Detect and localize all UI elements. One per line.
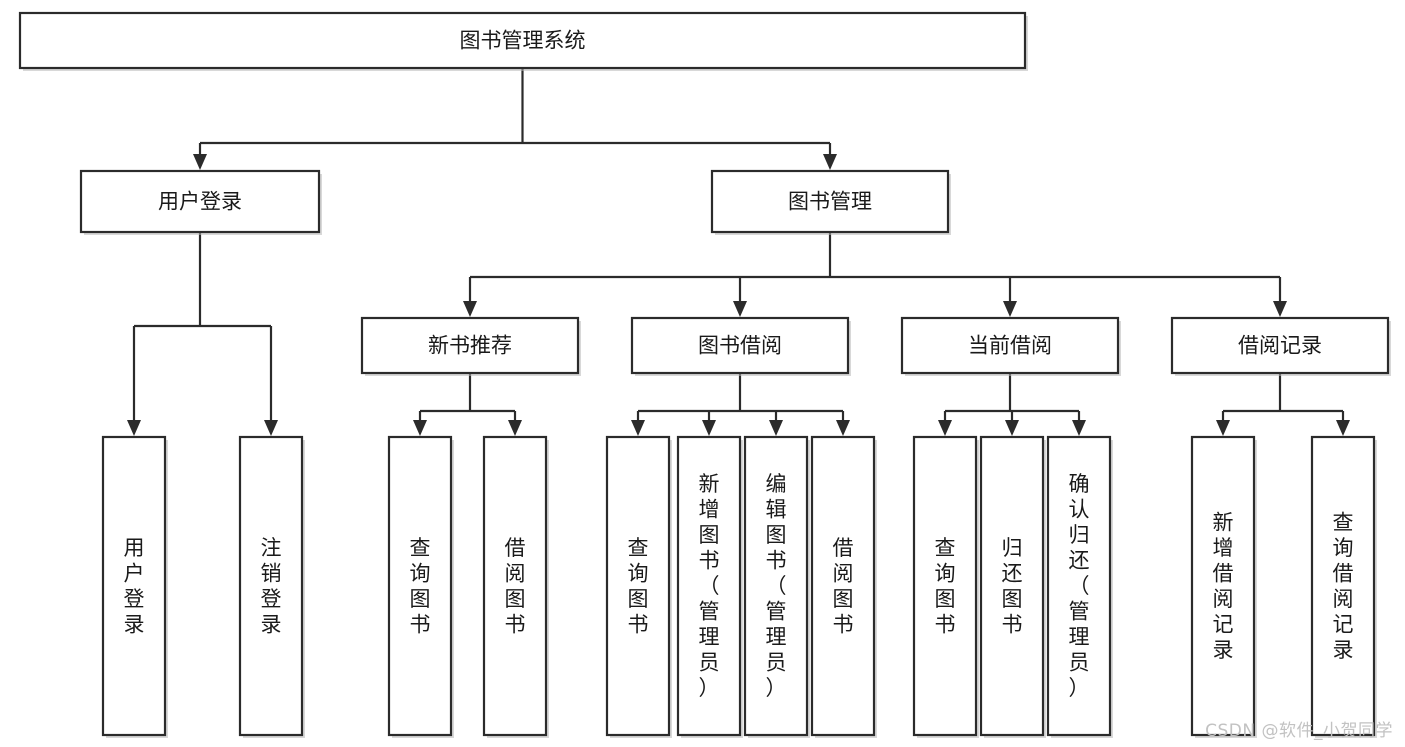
node-book-manage-box[interactable] [710, 169, 950, 234]
node-book-manage-label: 图书管理 [788, 190, 872, 214]
node-borrow-book-rec-box[interactable] [482, 435, 548, 737]
node-new-book-rec[interactable]: 新书推荐 [360, 316, 581, 376]
node-add-borrow-record-label: 新增借阅记录 [1213, 510, 1234, 662]
connector-arrowhead [1005, 420, 1019, 436]
node-user-logout[interactable]: 注销登录 [238, 435, 305, 738]
node-user-login-label: 用户登录 [158, 190, 242, 214]
connector-arrowhead [413, 420, 427, 436]
node-new-book-rec-label: 新书推荐 [428, 334, 512, 358]
node-query-book-current[interactable]: 查询图书 [912, 435, 979, 738]
node-current-borrow-label: 当前借阅 [968, 334, 1052, 358]
node-edit-book-admin-box[interactable] [743, 435, 809, 737]
node-user-login-box[interactable] [79, 169, 321, 234]
node-borrow-record-label: 借阅记录 [1238, 334, 1322, 358]
connector-arrowhead [1003, 301, 1017, 317]
connector-arrowhead [938, 420, 952, 436]
node-book-borrow-box[interactable] [630, 316, 850, 375]
node-return-book-label: 归还图书 [1002, 536, 1023, 637]
node-query-book-borrow-label: 查询图书 [628, 536, 649, 637]
connector-arrowhead [769, 420, 783, 436]
connector-arrowhead [836, 420, 850, 436]
watermark-label: CSDN @软件_小贺同学 [1205, 721, 1393, 741]
node-query-book-borrow-box[interactable] [605, 435, 671, 737]
connector-arrowhead [264, 420, 278, 436]
node-borrow-record[interactable]: 借阅记录 [1170, 316, 1391, 376]
connector-arrowhead [1336, 420, 1350, 436]
node-query-book-current-box[interactable] [912, 435, 978, 737]
node-return-book[interactable]: 归还图书 [979, 435, 1046, 738]
node-query-book-rec-label: 查询图书 [410, 536, 431, 637]
connector-arrowhead [463, 301, 477, 317]
node-borrow-book-do-box[interactable] [810, 435, 876, 737]
connector-arrowhead [1072, 420, 1086, 436]
node-user-logout-label: 注销登录 [261, 536, 282, 637]
node-query-book-rec-box[interactable] [387, 435, 453, 737]
node-user-login-do-box[interactable] [101, 435, 167, 737]
node-borrow-book-do[interactable]: 借阅图书 [810, 435, 877, 738]
node-query-borrow-record[interactable]: 查询借阅记录 [1310, 435, 1377, 738]
connector-arrowhead [1216, 420, 1230, 436]
node-add-borrow-record-box[interactable] [1190, 435, 1256, 737]
node-add-book-admin-label: 新增图书（管理员） [699, 472, 720, 700]
node-borrow-record-box[interactable] [1170, 316, 1390, 375]
node-edit-book-admin[interactable]: 编辑图书（管理员） [743, 435, 810, 738]
node-book-borrow-label: 图书借阅 [698, 334, 782, 358]
node-root[interactable]: 图书管理系统 [18, 11, 1028, 71]
connector-arrowhead [702, 420, 716, 436]
node-confirm-return-admin[interactable]: 确认归还（管理员） [1046, 435, 1113, 738]
connector-arrowhead [193, 154, 207, 170]
connector-arrowhead [508, 420, 522, 436]
node-query-borrow-record-label: 查询借阅记录 [1333, 510, 1354, 662]
node-book-borrow[interactable]: 图书借阅 [630, 316, 851, 376]
node-root-label: 图书管理系统 [460, 29, 586, 53]
node-add-borrow-record[interactable]: 新增借阅记录 [1190, 435, 1257, 738]
connector-arrowhead [823, 154, 837, 170]
node-user-login[interactable]: 用户登录 [79, 169, 322, 235]
connector-arrowhead [733, 301, 747, 317]
connector-layer [127, 68, 1350, 436]
node-edit-book-admin-label: 编辑图书（管理员） [766, 472, 787, 700]
node-borrow-book-do-label: 借阅图书 [833, 536, 854, 637]
node-book-manage[interactable]: 图书管理 [710, 169, 951, 235]
node-borrow-book-rec[interactable]: 借阅图书 [482, 435, 549, 738]
node-user-logout-box[interactable] [238, 435, 304, 737]
connector-arrowhead [127, 420, 141, 436]
connector-arrowhead [1273, 301, 1287, 317]
node-confirm-return-admin-box[interactable] [1046, 435, 1112, 737]
node-user-login-do[interactable]: 用户登录 [101, 435, 168, 738]
node-borrow-book-rec-label: 借阅图书 [505, 536, 526, 637]
node-current-borrow-box[interactable] [900, 316, 1120, 375]
node-root-box[interactable] [18, 11, 1027, 70]
node-query-book-current-label: 查询图书 [935, 536, 956, 637]
node-query-book-borrow[interactable]: 查询图书 [605, 435, 672, 738]
node-user-login-do-label: 用户登录 [124, 536, 145, 637]
node-return-book-box[interactable] [979, 435, 1045, 737]
node-layer: 图书管理系统用户登录用户登录注销登录图书管理新书推荐查询图书借阅图书图书借阅查询… [18, 11, 1391, 738]
connector-arrowhead [631, 420, 645, 436]
node-current-borrow[interactable]: 当前借阅 [900, 316, 1121, 376]
node-add-book-admin[interactable]: 新增图书（管理员） [676, 435, 743, 738]
node-query-borrow-record-box[interactable] [1310, 435, 1376, 737]
node-new-book-rec-box[interactable] [360, 316, 580, 375]
node-confirm-return-admin-label: 确认归还（管理员） [1069, 472, 1090, 700]
node-add-book-admin-box[interactable] [676, 435, 742, 737]
node-query-book-rec[interactable]: 查询图书 [387, 435, 454, 738]
